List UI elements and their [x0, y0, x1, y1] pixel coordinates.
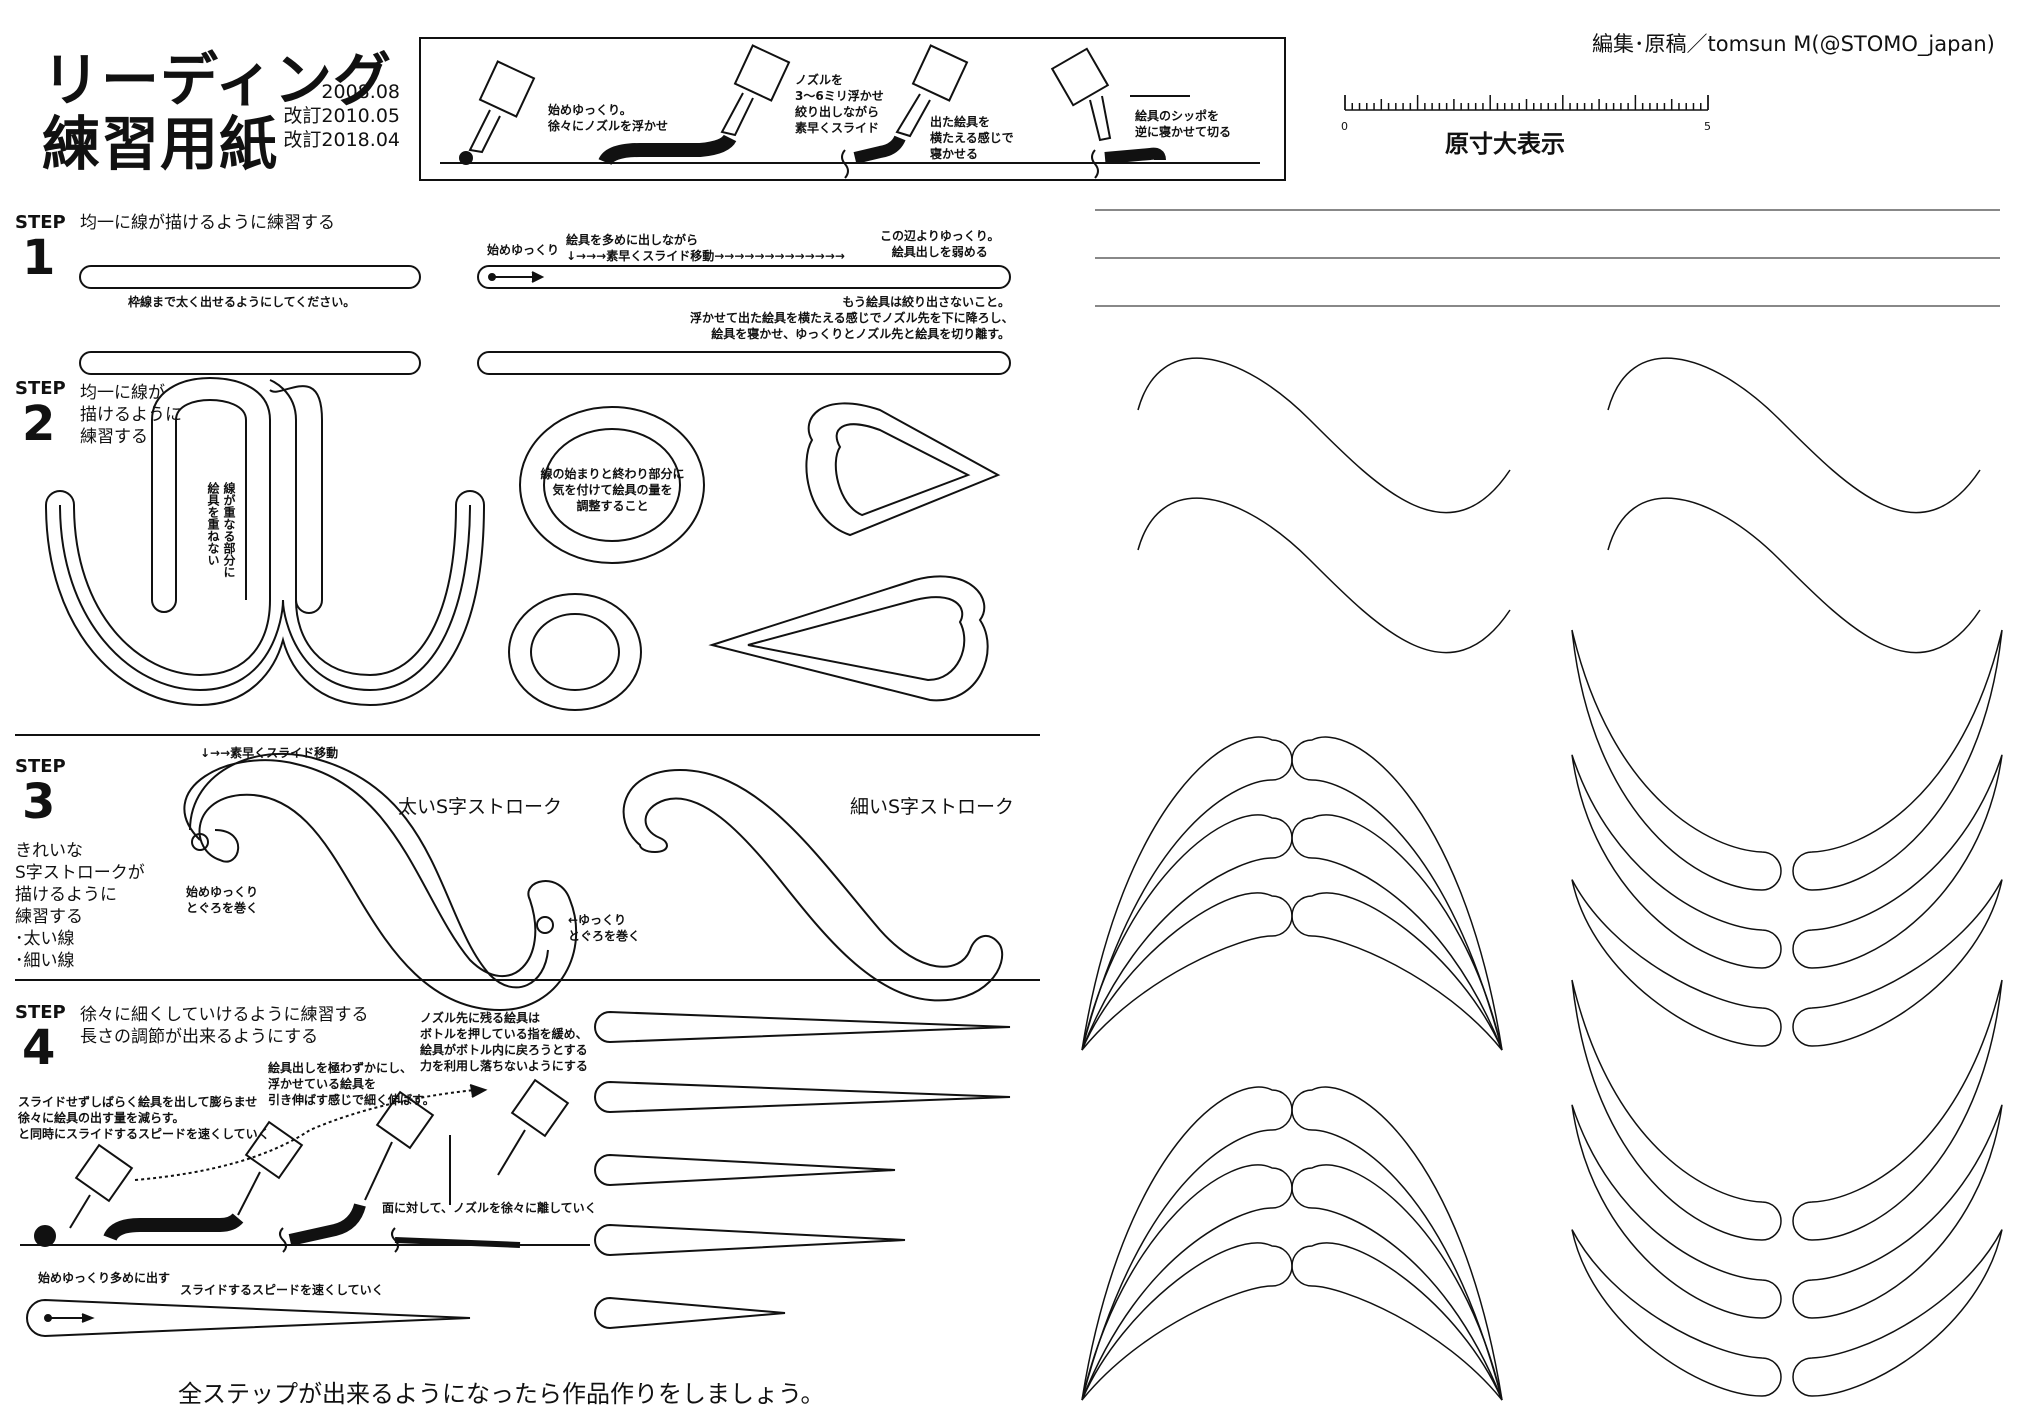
taper-stroke — [594, 1153, 896, 1187]
heart-outline-large — [708, 575, 989, 702]
nozzle-icon — [69, 1078, 570, 1229]
author-credit: 編集･原稿／tomsun M(@STOMO_japan) — [1592, 32, 1995, 56]
comma-stroke — [1291, 892, 1503, 1051]
step4-note-b: 絵具出しを極わずかにし、 浮かせている絵具を 引き伸ばす感じで細く伸ばす。 — [268, 1061, 435, 1107]
date-rev2: 改訂2018.04 — [283, 129, 400, 151]
comma-stroke — [1081, 736, 1293, 1051]
comma-stroke — [1081, 1086, 1293, 1401]
thick-s-label: 太いS字ストローク — [398, 796, 563, 818]
step3-desc: きれいな S字ストロークが 描けるように 練習する ･太い線 ･細い線 — [15, 841, 145, 971]
nozzle-note-1: 始めゆっくり。 徐々にノズルを浮かせ — [548, 103, 669, 133]
step1-note-end: この辺よりゆっくり。 絵具出しを弱める — [880, 229, 1000, 259]
comma-stroke — [1571, 754, 1782, 969]
revision-dates: 2008.08 改訂2010.05 改訂2018.04 — [280, 80, 400, 152]
comma-stroke — [1081, 1242, 1293, 1401]
step4-note-start: 始めゆっくり多めに出す — [38, 1271, 171, 1285]
thin-s-stroke — [622, 768, 1004, 1002]
heart-outline — [805, 402, 1001, 537]
step2-label: STEP — [15, 378, 66, 399]
step1-number: 1 — [22, 230, 56, 286]
comma-stroke — [1291, 1086, 1503, 1401]
comma-stroke — [1571, 1104, 1782, 1319]
step2-desc: 均一に線が 描けるように 練習する — [80, 383, 182, 447]
taper-stroke — [594, 1296, 786, 1330]
practice-bar — [477, 351, 1011, 375]
comma-stroke — [1291, 814, 1503, 1051]
footer-message: 全ステップが出来るようになったら作品作りをしましょう。 — [178, 1380, 825, 1408]
s-wave-guide — [1137, 357, 1981, 654]
nozzle-icon — [841, 44, 969, 179]
comma-stroke — [1291, 1164, 1503, 1401]
step2-note-overlap: 線が重なる部分に 絵具を重ねない — [206, 482, 236, 578]
comma-stroke — [1792, 1104, 2003, 1319]
w-curve-edge — [45, 504, 485, 707]
ruler-start: 0 — [1341, 120, 1348, 133]
step4-number: 4 — [22, 1020, 56, 1076]
ruler-label: 原寸大表示 — [1445, 130, 1565, 158]
step4-note-d: 面に対して、ノズルを徐々に離していく — [382, 1201, 597, 1215]
title-line-2: 練習用紙 — [42, 110, 279, 178]
comma-stroke — [1571, 1229, 1782, 1397]
comma-stroke — [1792, 879, 2003, 1047]
nozzle-demo-box — [419, 37, 1286, 181]
comma-stroke — [1792, 754, 2003, 969]
comma-stroke — [1571, 879, 1782, 1047]
step3-note-slide: ↓→→素早くスライド移動 — [200, 746, 339, 760]
comma-stroke — [1792, 629, 2003, 891]
comma-stroke — [1792, 1229, 2003, 1397]
practice-bar — [79, 265, 421, 289]
step1-note-mid: 絵具を多めに出しながら ↓→→→素早くスライド移動→→→→→→→→→→→→→ — [566, 233, 845, 263]
oval-outline — [519, 406, 705, 564]
step3-note-start: 始めゆっくり とぐろを巻く — [186, 885, 259, 915]
ruler-end: 5 — [1704, 120, 1711, 133]
nozzle-note-3: 出た絵具を 横たえる感じで 寝かせる — [930, 115, 1014, 161]
nozzle-icon — [598, 44, 791, 166]
title-line-1: リーディング — [42, 46, 392, 114]
thick-s-stroke — [183, 759, 578, 1012]
taper-stroke — [594, 1010, 1011, 1044]
step1-label: STEP — [15, 212, 66, 233]
comma-stroke — [1291, 736, 1503, 1051]
nozzle-note-4: 絵具のシッポを 逆に寝かせて切る — [1135, 109, 1232, 139]
step3-note-end: ←ゆっくり とぐろを巻く — [568, 913, 641, 943]
comma-stroke — [1571, 629, 1782, 891]
nozzle-icon — [1050, 47, 1190, 179]
step1-note-start: 始めゆっくり — [487, 243, 560, 257]
step3-number: 3 — [22, 774, 56, 830]
ruler — [1344, 95, 1709, 111]
comma-stroke — [1792, 979, 2003, 1241]
step1-desc: 均一に線が描けるように練習する — [80, 213, 335, 233]
step4-label: STEP — [15, 1002, 66, 1023]
step4-note-speed: スライドするスピードを速くしていく — [180, 1283, 384, 1297]
page-title: リーディング 練習用紙 — [42, 48, 392, 176]
step4-note-c: ノズル先に残る絵具は ボトルを押している指を緩め、 絵具がボトル内に戻ろうとする… — [420, 1011, 588, 1073]
date-rev1: 改訂2010.05 — [283, 105, 400, 127]
w-curve-outer — [59, 504, 471, 692]
comma-stroke — [1291, 1242, 1503, 1401]
comma-stroke — [1081, 892, 1293, 1051]
practice-bar — [79, 351, 421, 375]
nozzle-note-2: ノズルを 3〜6ミリ浮かせ 絞り出しながら 素早くスライド — [795, 73, 884, 135]
comma-stroke — [1571, 979, 1782, 1241]
nozzle-icon — [459, 60, 536, 165]
oval-outline — [508, 593, 642, 711]
date-original: 2008.08 — [321, 81, 400, 103]
step3-label: STEP — [15, 756, 66, 777]
step2-note-oval: 線の始まりと終わり部分に 気を付けて絵具の量を 調整すること — [540, 467, 685, 513]
practice-bar — [477, 265, 1011, 289]
comma-stroke — [1081, 814, 1293, 1051]
thin-s-label: 細いS字ストローク — [850, 796, 1015, 818]
step1-note-bar: 枠線まで太く出せるようにしてください。 — [128, 295, 356, 309]
taper-stroke — [594, 1080, 1011, 1114]
step4-note-a: スライドせずしばらく絵具を出して膨らませ 徐々に絵具の出す量を減らす。 と同時に… — [18, 1095, 270, 1141]
taper-stroke — [594, 1223, 906, 1257]
step2-number: 2 — [22, 396, 56, 452]
taper-stroke-example — [26, 1298, 471, 1338]
step1-note-finish: もう絵具は絞り出さないこと。 浮かせて出た絵具を横たえる感じでノズル先を下に降ろ… — [690, 295, 1014, 341]
step4-desc: 徐々に細くしていけるように練習する 長さの調節が出来るようにする — [80, 1005, 369, 1047]
comma-stroke — [1081, 1164, 1293, 1401]
